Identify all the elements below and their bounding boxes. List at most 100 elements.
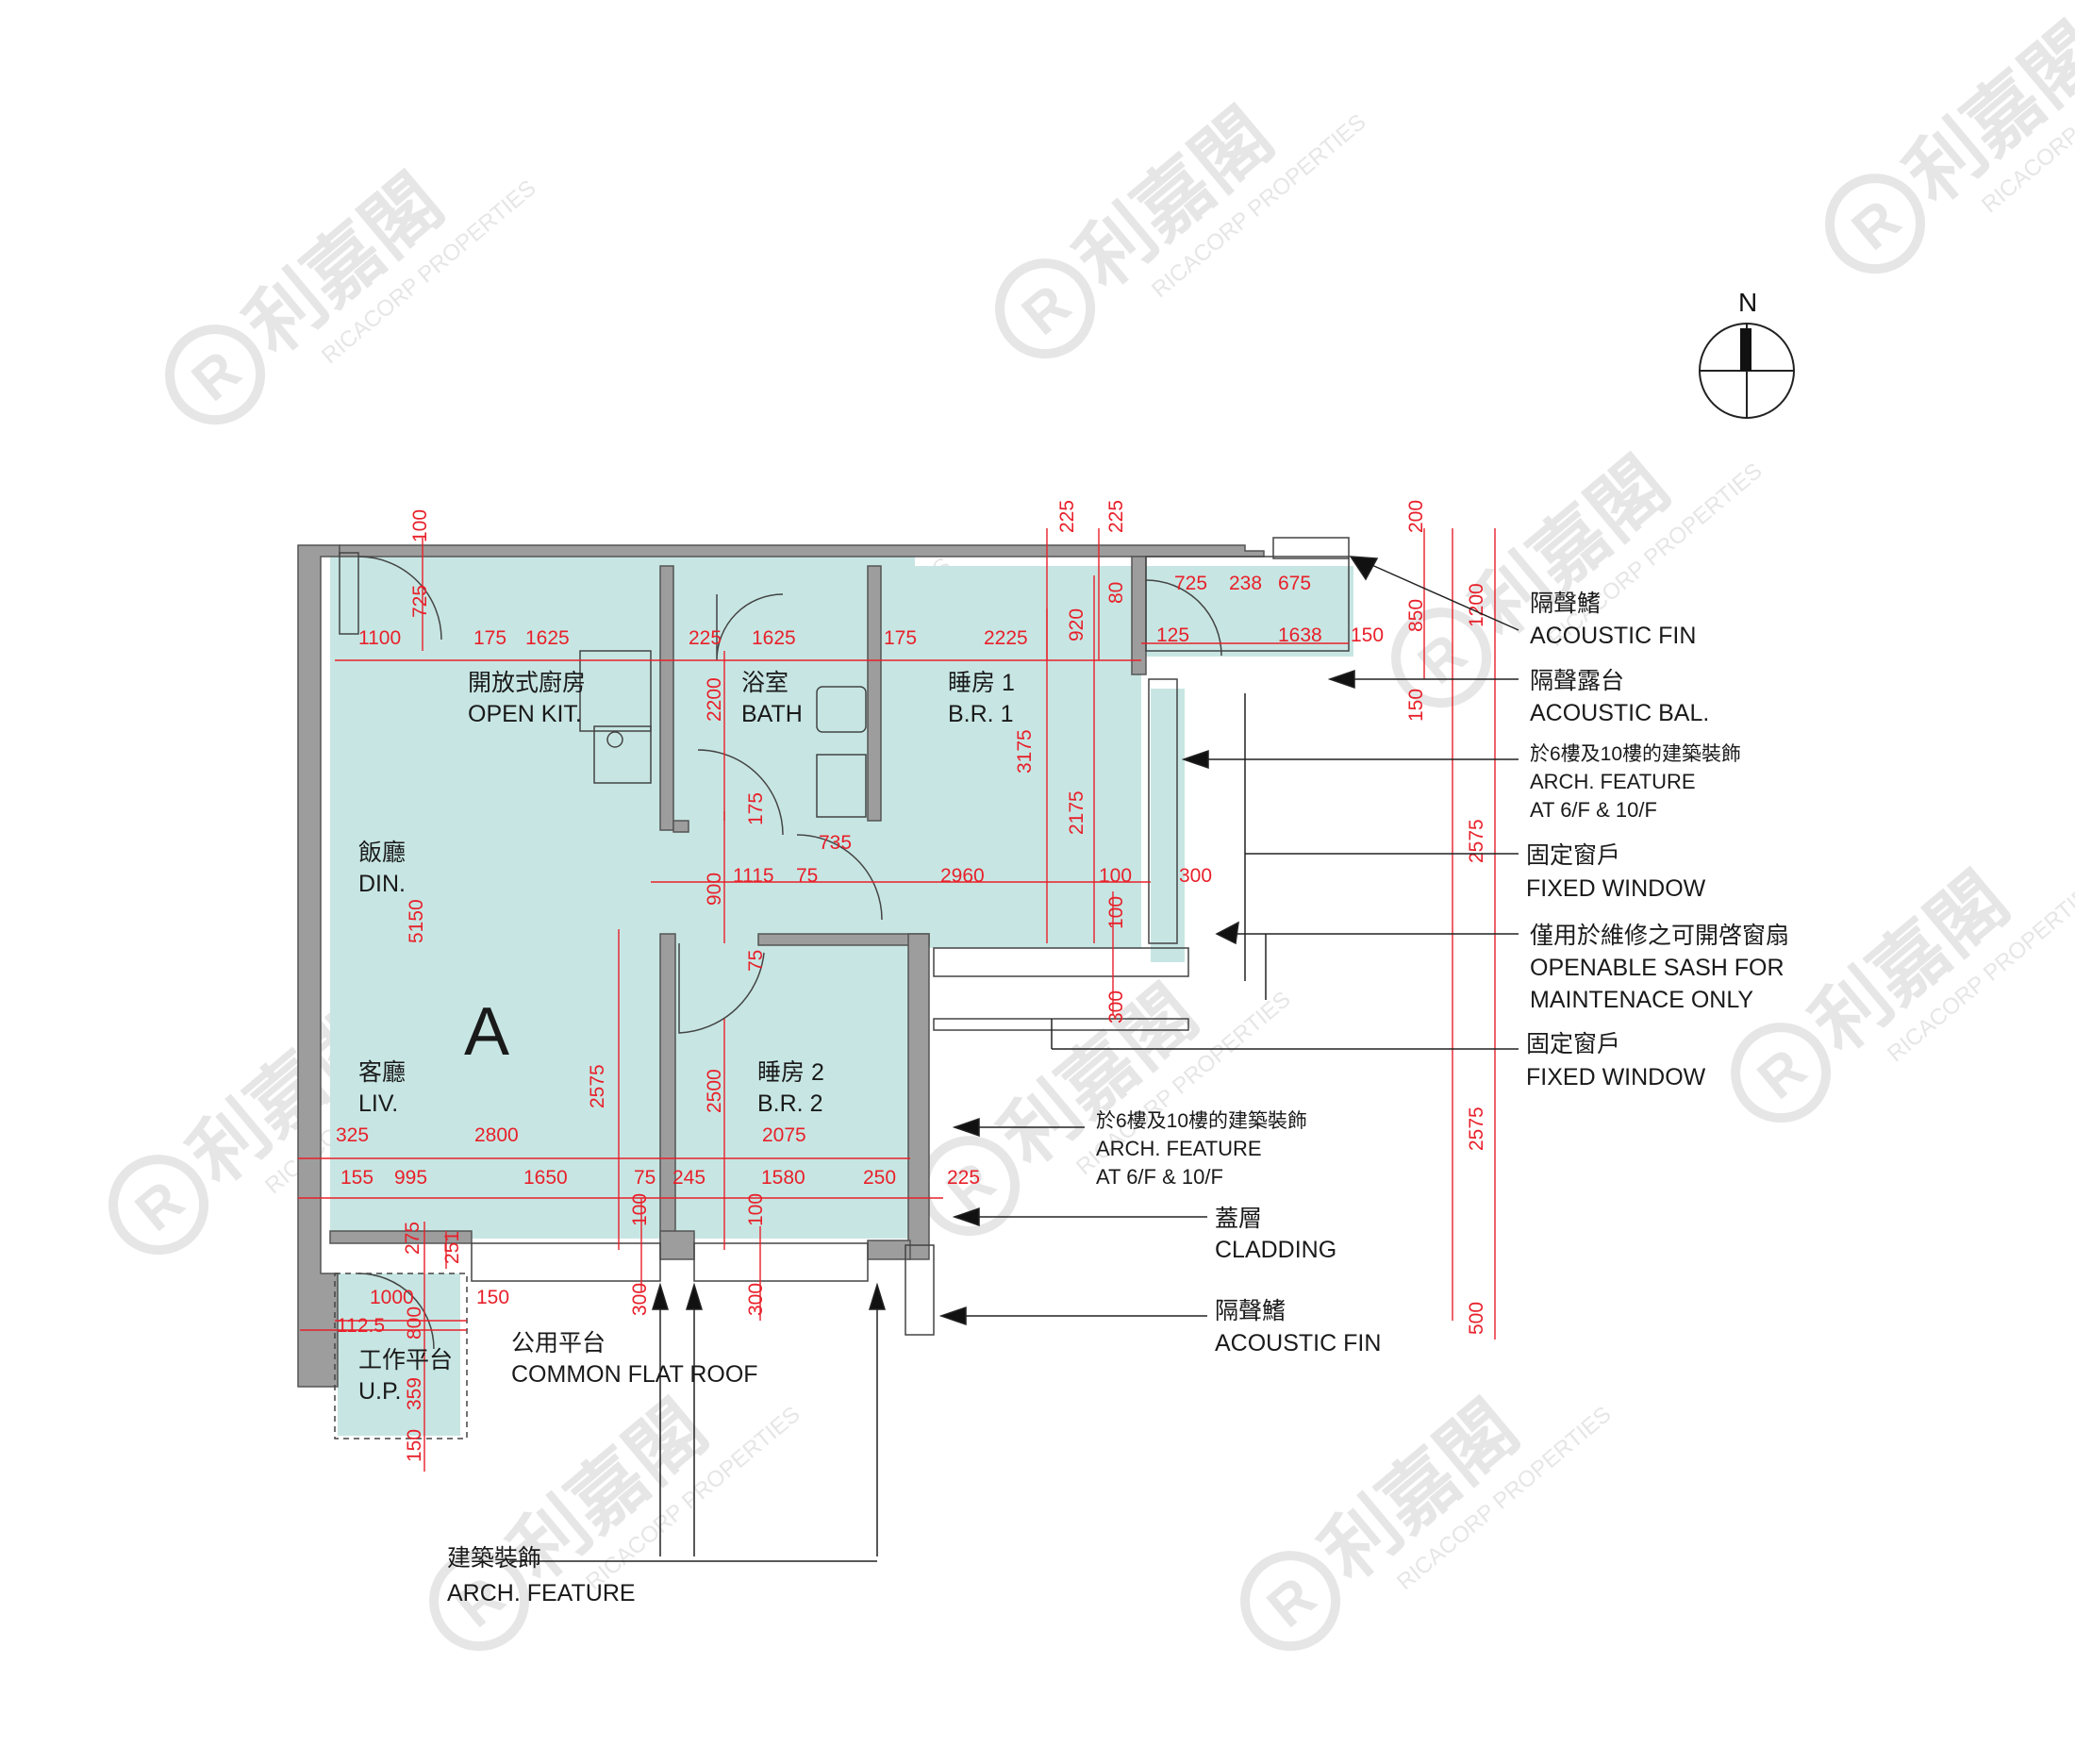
door-swing-br1 (796, 834, 883, 921)
dim-label: 2225 (984, 627, 1028, 649)
living-label-en: LIV. (358, 1090, 398, 1117)
svg-text:R: R (1840, 188, 1912, 262)
walls (297, 544, 1265, 1388)
arch-feature-label-en: ARCH. FEATURE (1530, 770, 1696, 793)
bay-window (1148, 678, 1178, 944)
dim-label: 725 (1174, 573, 1207, 594)
dim-label: 725 (409, 585, 431, 618)
dim-label: 1000 (370, 1287, 414, 1308)
kitchen-bath-wall (659, 565, 674, 831)
dim-label: 150 (1351, 624, 1384, 646)
bedroom-2-floor (660, 943, 915, 1239)
door-leaf-main (339, 552, 359, 635)
cladding-label-cn: 蓋層 (1215, 1206, 1262, 1232)
toilet (816, 686, 867, 733)
br2-label-en: B.R. 2 (757, 1090, 822, 1117)
door-swing-balcony (1145, 579, 1222, 657)
bedroom-2-east-wall (907, 933, 930, 1260)
bay-window-floor (1151, 689, 1185, 962)
watermark-logo: R 利嘉閣 RICACORP PROPERTIES (1825, 8, 2075, 275)
kitchen-stub-wall (672, 820, 689, 833)
dim-label: 250 (863, 1167, 896, 1189)
north-wall (339, 544, 1265, 557)
leader-lines (509, 556, 1519, 1562)
unit-label: A (464, 994, 509, 1070)
dim-label: 1580 (761, 1167, 805, 1189)
arrowhead (1215, 921, 1239, 945)
sill-line (933, 947, 1189, 977)
dim-label: 275 (402, 1222, 423, 1255)
door-swing-kitchen (697, 749, 784, 836)
bedroom-2-north-wall (757, 933, 930, 946)
dim-label: 735 (819, 832, 852, 854)
dim-label: 100 (1105, 896, 1127, 929)
cladding-label-en: CLADDING (1215, 1237, 1336, 1263)
room-labels: 開放式廚房 OPEN KIT. 浴室 BATH 睡房 1 B.R. 1 飯廳 D… (358, 670, 1015, 1405)
acoustic-bal-label-cn: 隔聲露台 (1530, 668, 1624, 694)
dim-label: 225 (689, 627, 722, 649)
dim-label: 75 (796, 865, 818, 887)
utility-platform-floor (338, 1273, 460, 1436)
dim-label: 2200 (704, 677, 725, 722)
living-window (471, 1242, 661, 1282)
dim-label: 300 (1105, 990, 1127, 1023)
dim-label: 200 (1405, 500, 1427, 533)
dim-label: 920 (1066, 608, 1087, 641)
pier-wall-east (867, 1240, 911, 1260)
dim-label: 1100 (358, 627, 401, 649)
dim-label: 100 (745, 1193, 767, 1226)
dim-label: 1200 (1466, 583, 1487, 627)
dim-label: 225 (1105, 500, 1127, 533)
fixed-window-label-en: FIXED WINDOW (1526, 1064, 1706, 1090)
door-swing-bath (716, 593, 784, 661)
dim-label: 675 (1278, 573, 1311, 594)
dim-label: 100 (409, 509, 431, 542)
dim-label: 900 (704, 873, 725, 906)
arrowhead (1327, 669, 1355, 690)
openable-sash-label-en-1: OPENABLE SASH FOR (1530, 955, 1784, 981)
kitchen-counter (579, 650, 652, 732)
dim-label: 300 (745, 1283, 767, 1316)
flat-roof-label-cn: 公用平台 (511, 1330, 606, 1356)
arrowhead (952, 1207, 980, 1227)
arrowhead (1181, 749, 1209, 770)
kitchen-sink (593, 725, 652, 784)
dim-label: 251 (441, 1231, 463, 1264)
dim-label: 155 (340, 1167, 374, 1189)
dim-label: 359 (404, 1377, 425, 1410)
acoustic-fin-label-cn: 隔聲鰭 (1530, 591, 1601, 617)
door-swing-main (357, 556, 442, 641)
bedroom-2-window (693, 1242, 869, 1282)
fixed-window-label-en: FIXED WINDOW (1526, 875, 1706, 902)
arch-feature-floors-label: AT 6/F & 10/F (1096, 1165, 1223, 1189)
shower (816, 754, 867, 818)
fixed-window-label-cn: 固定窗戶 (1526, 1031, 1620, 1057)
bath-bedroom-wall (867, 565, 882, 822)
dim-label: 995 (394, 1167, 427, 1189)
dim-label: 1115 (733, 865, 774, 887)
balcony-wall (1131, 556, 1147, 675)
dim-label: 175 (745, 792, 767, 825)
br2-label-cn: 睡房 2 (757, 1059, 824, 1086)
dim-label: 300 (629, 1283, 651, 1316)
dim-label: 150 (404, 1429, 425, 1462)
dim-label: 2800 (474, 1124, 519, 1146)
dim-label: 1625 (525, 627, 570, 649)
dim-label: 850 (1405, 599, 1427, 632)
acoustic-fin-top (1272, 537, 1350, 559)
dimension-lines (298, 528, 1496, 1472)
dim-label: 175 (884, 627, 917, 649)
door-swing-utility (357, 1273, 435, 1350)
callout-labels: 隔聲鰭 ACOUSTIC FIN 隔聲露台 ACOUSTIC BAL. 於6樓及… (447, 591, 1789, 1606)
arrowhead (938, 1306, 967, 1326)
dim-label: 150 (476, 1287, 509, 1308)
dim-label: 2575 (587, 1064, 608, 1108)
svg-text:R: R (124, 1169, 195, 1243)
svg-text:R: R (180, 339, 252, 413)
arch-feature-label-cn: 於6樓及10樓的建築裝飾 (1530, 743, 1741, 765)
flat-roof-label-en: COMMON FLAT ROOF (511, 1361, 758, 1388)
watermark-logo: R 利嘉閣 RICACORP PROPERTIES (1240, 1386, 1617, 1652)
arch-feature-bottom-label-cn: 建築裝飾 (447, 1545, 541, 1572)
dim-label: 75 (745, 950, 767, 972)
